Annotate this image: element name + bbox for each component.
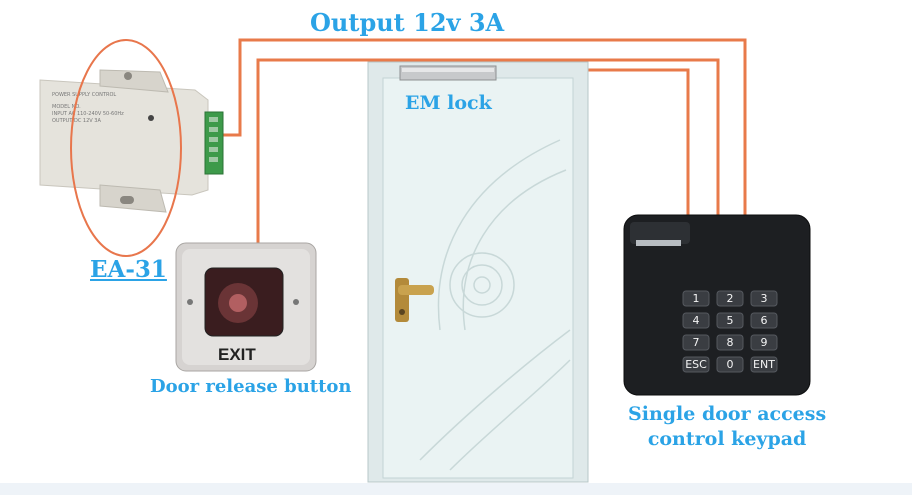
power-supply-unit: POWER SUPPLY CONTROL MODEL NO. INPUT AC … xyxy=(39,69,224,213)
keypad-key-label: 8 xyxy=(727,336,734,349)
exit-text: EXIT xyxy=(218,345,256,364)
keypad-key xyxy=(750,334,778,351)
keypad-key-label: 0 xyxy=(727,358,734,371)
keypad-key-label: 5 xyxy=(727,314,734,327)
power-supply-highlight-ellipse xyxy=(70,39,182,257)
power-supply-text-2: INPUT AC 110-240V 50-60Hz xyxy=(52,111,124,117)
keypad-key xyxy=(716,334,744,351)
keypad-key xyxy=(682,356,710,373)
keypad-label-line1: Single door access xyxy=(628,403,827,425)
keypad-key-label: 9 xyxy=(761,336,768,349)
keypad-key xyxy=(716,312,744,329)
hand-icon xyxy=(229,294,247,312)
keypad-label: Single door access control keypad xyxy=(628,402,826,452)
keypad-key xyxy=(750,312,778,329)
keypad-key xyxy=(750,356,778,373)
keypad-key-label: ESC xyxy=(685,358,707,371)
door-carving xyxy=(419,139,571,471)
keypad-key xyxy=(682,312,710,329)
em-lock-label: EM lock xyxy=(405,92,492,114)
keypad-key xyxy=(682,290,710,307)
keypad-key xyxy=(716,356,744,373)
keypad-key xyxy=(716,290,744,307)
bottom-strip xyxy=(0,483,912,495)
power-supply-text-1: MODEL NO. xyxy=(52,104,81,110)
power-supply-text-3: OUTPUT DC 12V 3A xyxy=(52,118,101,124)
keypad-key-label: 6 xyxy=(761,314,768,327)
door-release-button: EXIT xyxy=(175,242,317,372)
door-release-button-label: Door release button xyxy=(150,376,352,397)
door-handle xyxy=(395,278,434,322)
power-supply-top-flange xyxy=(99,69,169,93)
wire-middle xyxy=(256,58,720,245)
power-supply-text-0: POWER SUPPLY CONTROL xyxy=(52,92,116,98)
diagram-title: Output 12v 3A xyxy=(310,8,505,37)
keypad-key-label: 1 xyxy=(693,292,700,305)
keypad-key-label: ENT xyxy=(753,358,775,371)
keypad-key xyxy=(682,334,710,351)
keypad-key-label: 3 xyxy=(761,292,768,305)
keypad-label-line2: control keypad xyxy=(647,428,807,450)
keypad-key-label: 7 xyxy=(693,336,700,349)
keypad-key-label: 4 xyxy=(693,314,700,327)
door xyxy=(367,61,589,483)
keypad-key xyxy=(750,290,778,307)
wire-outer xyxy=(222,38,747,215)
power-supply-label: EA-31 xyxy=(90,256,167,283)
power-supply-body xyxy=(39,79,209,196)
keypad-key-label: 2 xyxy=(727,292,734,305)
